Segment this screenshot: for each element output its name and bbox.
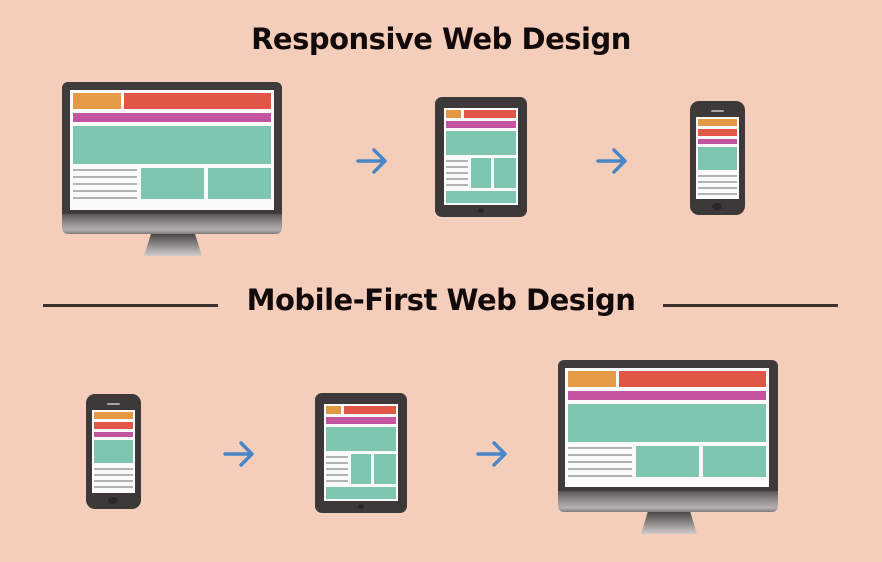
phone-responsive: [690, 101, 745, 215]
tablet-mobile-first: [315, 393, 407, 513]
content-block: [141, 168, 204, 199]
header-block: [124, 93, 271, 109]
home-button: [712, 203, 722, 210]
desktop-monitor-responsive: [62, 82, 282, 257]
divider-right: [663, 304, 838, 307]
home-button: [358, 504, 364, 509]
nav-block: [73, 113, 271, 122]
divider-left: [43, 304, 218, 307]
arrow-right-icon: [596, 148, 627, 174]
desktop-screen: [70, 90, 274, 210]
home-button: [478, 208, 484, 213]
hero-block: [73, 126, 271, 164]
content-block: [208, 168, 271, 199]
arrow-right-icon: [356, 148, 387, 174]
arrow-right-icon: [223, 441, 254, 467]
home-button: [108, 497, 118, 504]
desktop-monitor-mobile-first: [558, 360, 778, 535]
logo-block: [73, 93, 121, 109]
arrow-right-icon: [476, 441, 507, 467]
responsive-web-design-title: Responsive Web Design: [251, 22, 631, 56]
phone-mobile-first: [86, 394, 141, 509]
tablet-responsive: [435, 97, 527, 217]
mobile-first-web-design-title: Mobile-First Web Design: [246, 283, 636, 317]
